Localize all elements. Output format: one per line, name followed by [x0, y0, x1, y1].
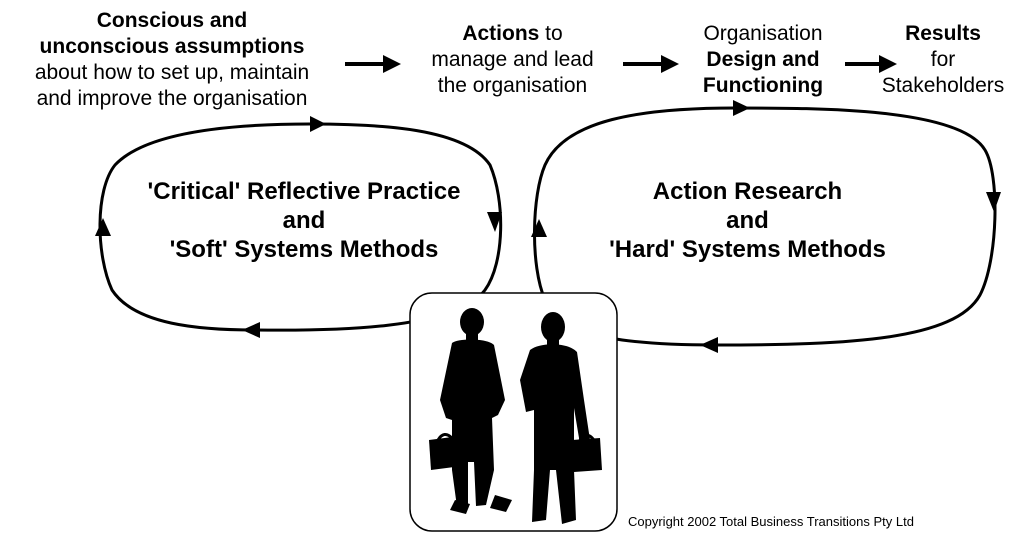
- flow-arrow-3: [845, 55, 897, 73]
- actions-line3: the organisation: [437, 74, 588, 97]
- actions-bold: Actions: [462, 22, 540, 45]
- actions-to: to: [539, 22, 563, 45]
- briefcase-right: [572, 438, 602, 472]
- right-loop-label: Action Research and 'Hard' Systems Metho…: [575, 177, 920, 264]
- right-loop: [531, 100, 1001, 353]
- results-line2: for: [930, 48, 956, 71]
- assumptions-text: Conscious and unconscious assumptions ab…: [6, 8, 338, 112]
- assumptions-line4: and improve the organisation: [36, 87, 308, 110]
- image-frame: [409, 292, 618, 532]
- right-loop-arrow-left: [531, 219, 547, 237]
- left-loop-arrow-right: [487, 212, 502, 232]
- left-loop-label: 'Critical' Reflective Practice and 'Soft…: [115, 177, 493, 264]
- briefcase-left: [429, 436, 462, 470]
- actions-text: Actions to manage and lead the organisat…: [405, 21, 620, 99]
- left-loop-line2: and: [282, 207, 326, 234]
- design-text: Organisation Design and Functioning: [678, 21, 848, 99]
- left-loop: [95, 116, 503, 338]
- design-line3: Functioning: [702, 74, 824, 97]
- assumptions-line1: Conscious and: [96, 9, 248, 32]
- assumptions-line3: about how to set up, maintain: [34, 61, 310, 84]
- left-loop-arrow-top: [310, 116, 326, 132]
- right-loop-arrow-bottom: [700, 337, 718, 353]
- left-loop-arrow-bottom: [242, 322, 260, 338]
- left-loop-line3: 'Soft' Systems Methods: [169, 236, 439, 263]
- left-loop-arrow-left: [95, 218, 111, 236]
- results-text: Results for Stakeholders: [868, 21, 1018, 99]
- left-loop-line1: 'Critical' Reflective Practice: [147, 178, 461, 205]
- businessman-silhouette-left: [429, 308, 512, 514]
- results-line1: Results: [905, 22, 981, 45]
- actions-line2: manage and lead: [431, 48, 594, 71]
- right-loop-line2: and: [726, 207, 769, 234]
- businessmen-image: [409, 292, 618, 532]
- right-loop-line1: Action Research: [652, 178, 843, 205]
- right-loop-arrow-right: [986, 192, 1001, 212]
- flow-arrow-1: [345, 55, 401, 73]
- right-loop-line3: 'Hard' Systems Methods: [609, 236, 886, 263]
- flow-arrow-2: [623, 55, 679, 73]
- assumptions-line2: unconscious assumptions: [39, 35, 305, 58]
- design-line2: Design and: [706, 48, 820, 71]
- design-line1: Organisation: [703, 22, 823, 45]
- businessman-silhouette-right: [520, 312, 602, 524]
- right-loop-arrow-top: [733, 100, 750, 116]
- results-line3: Stakeholders: [881, 74, 1005, 97]
- actions-line1: Actions to: [405, 21, 620, 47]
- copyright-notice: Copyright 2002 Total Business Transition…: [628, 514, 914, 529]
